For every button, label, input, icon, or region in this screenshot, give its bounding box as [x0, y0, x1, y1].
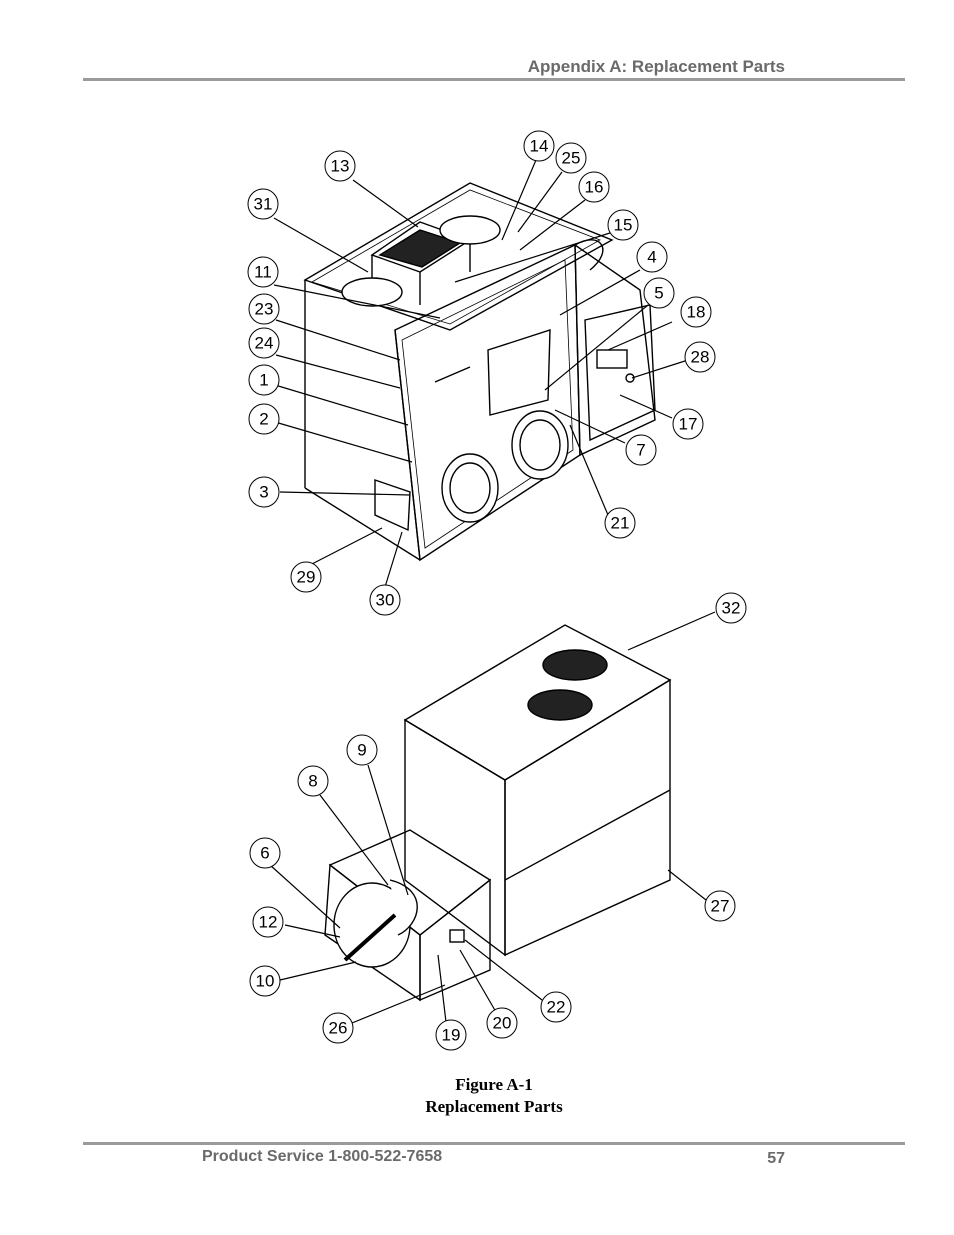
- figure-caption: Figure A-1 Replacement Parts: [0, 1074, 954, 1118]
- callout-6: 6: [249, 837, 281, 869]
- callout-17: 17: [672, 408, 704, 440]
- svg-text:8: 8: [308, 772, 317, 791]
- svg-text:13: 13: [331, 157, 350, 176]
- svg-text:30: 30: [376, 591, 395, 610]
- svg-text:17: 17: [679, 415, 698, 434]
- callout-19: 19: [435, 1019, 467, 1051]
- svg-text:27: 27: [711, 897, 730, 916]
- header-rule: [83, 78, 905, 81]
- leader-lines: [269, 159, 716, 1024]
- svg-text:28: 28: [691, 348, 710, 367]
- footer-product-service: Product Service 1-800-522-7658: [202, 1148, 443, 1165]
- svg-text:21: 21: [611, 514, 630, 533]
- callout-13: 13: [324, 150, 356, 182]
- glovebox-front-view: [303, 182, 656, 562]
- svg-text:4: 4: [647, 248, 656, 267]
- callout-20: 20: [486, 1007, 518, 1039]
- callout-15: 15: [607, 209, 639, 241]
- svg-text:14: 14: [530, 137, 549, 156]
- callout-31: 31: [247, 188, 279, 220]
- callout-9: 9: [346, 734, 378, 766]
- callout-bubbles: 13 14 25 16 15 31 11 4 5 18 23 24 28 1 1…: [247, 130, 747, 1051]
- svg-text:7: 7: [636, 441, 645, 460]
- svg-text:22: 22: [547, 998, 566, 1017]
- callout-4: 4: [636, 241, 668, 273]
- header-section-title: Appendix A: Replacement Parts: [527, 57, 785, 76]
- svg-text:23: 23: [255, 300, 274, 319]
- callout-11: 11: [247, 256, 279, 288]
- figure-title: Replacement Parts: [425, 1097, 563, 1116]
- callout-10: 10: [249, 965, 281, 997]
- svg-text:18: 18: [687, 303, 706, 322]
- callout-27: 27: [704, 890, 736, 922]
- callout-29: 29: [290, 561, 322, 593]
- callout-18: 18: [680, 296, 712, 328]
- callout-26: 26: [322, 1012, 354, 1044]
- svg-text:11: 11: [254, 263, 272, 282]
- callout-1: 1: [248, 364, 280, 396]
- callout-28: 28: [684, 341, 716, 373]
- callout-25: 25: [555, 142, 587, 174]
- svg-text:31: 31: [254, 195, 273, 214]
- svg-text:3: 3: [259, 483, 268, 502]
- svg-text:19: 19: [442, 1026, 461, 1045]
- svg-text:32: 32: [722, 599, 741, 618]
- svg-text:25: 25: [562, 149, 581, 168]
- svg-text:24: 24: [255, 334, 274, 353]
- svg-text:6: 6: [260, 844, 269, 863]
- callout-3: 3: [248, 476, 280, 508]
- callout-16: 16: [578, 171, 610, 203]
- svg-text:9: 9: [357, 741, 366, 760]
- callout-22: 22: [540, 991, 572, 1023]
- svg-text:10: 10: [256, 972, 275, 991]
- callout-2: 2: [248, 403, 280, 435]
- svg-text:15: 15: [614, 216, 633, 235]
- callout-5: 5: [643, 277, 675, 309]
- callout-8: 8: [297, 765, 329, 797]
- svg-text:1: 1: [259, 371, 268, 390]
- callout-14: 14: [523, 130, 555, 162]
- callout-12: 12: [252, 906, 284, 938]
- svg-text:29: 29: [297, 568, 316, 587]
- figure-number: Figure A-1: [455, 1075, 533, 1094]
- svg-text:16: 16: [585, 178, 604, 197]
- svg-text:2: 2: [259, 410, 268, 429]
- svg-text:5: 5: [654, 284, 663, 303]
- callout-7: 7: [625, 434, 657, 466]
- callout-23: 23: [248, 293, 280, 325]
- svg-text:20: 20: [493, 1014, 512, 1033]
- callout-24: 24: [248, 327, 280, 359]
- svg-text:12: 12: [259, 913, 278, 932]
- callout-30: 30: [369, 584, 401, 616]
- callout-21: 21: [604, 507, 636, 539]
- page-number: 57: [767, 1150, 785, 1167]
- svg-text:26: 26: [329, 1019, 348, 1038]
- glovebox-rear-view: [324, 624, 672, 1002]
- callout-32: 32: [715, 592, 747, 624]
- footer-rule: [83, 1142, 905, 1145]
